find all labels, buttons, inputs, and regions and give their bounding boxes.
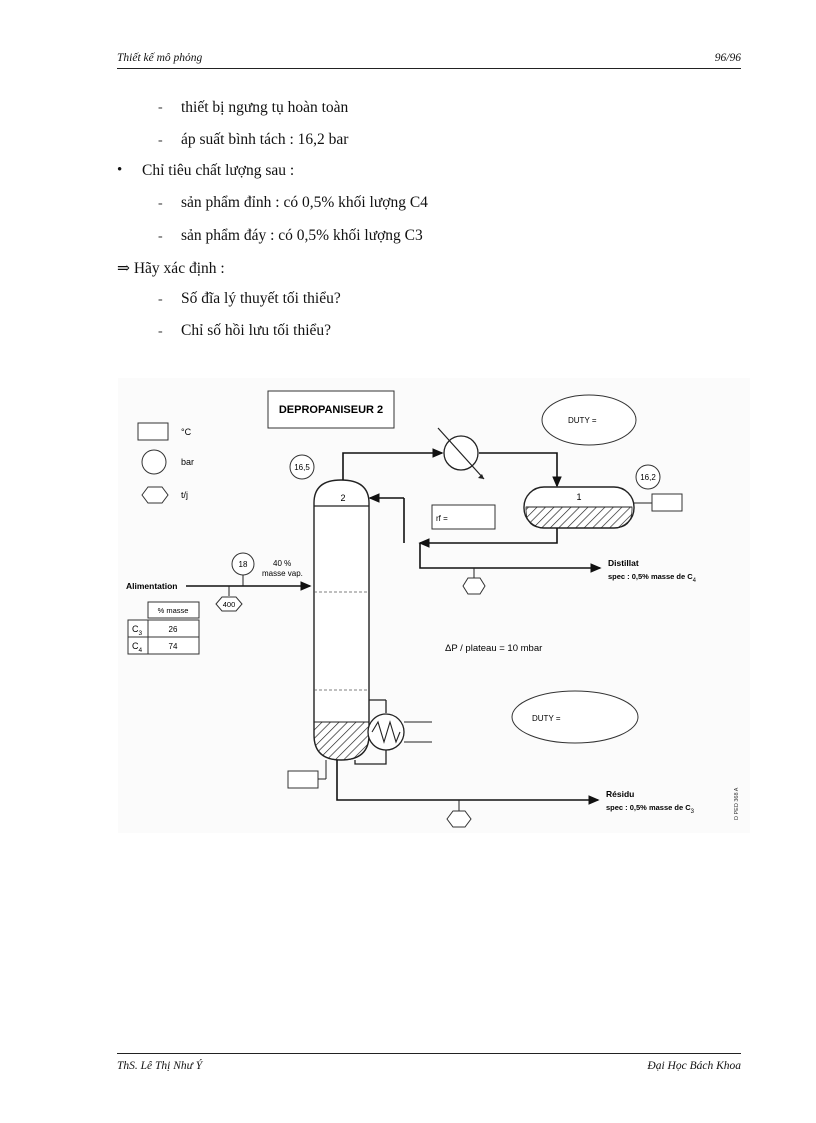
legend-pressure-label: bar	[181, 457, 194, 467]
spec-pressure: áp suất bình tách : 16,2 bar	[181, 131, 349, 148]
component-letter: C	[132, 641, 139, 651]
feed-composition-table: % masse C3 26 C4 74	[127, 601, 200, 655]
footer-institution: Đại Học Bách Khoa	[647, 1060, 741, 1072]
residue-flow-hexagon	[446, 810, 472, 828]
table-row-component: C3	[132, 624, 143, 637]
overhead-vapor-line	[342, 448, 444, 480]
residue-spec-subscript: 3	[691, 809, 695, 815]
table-row-value: 26	[169, 625, 178, 634]
column-bottom-temp-box	[287, 770, 319, 789]
reboiler-coil	[371, 720, 401, 744]
footer-author: ThS. Lê Thị Như Ý	[117, 1060, 203, 1072]
distillate-label: Distillat	[608, 558, 639, 568]
legend-flow-hexagon	[141, 486, 169, 504]
table-cell	[147, 636, 200, 655]
pressure-drop-text: ΔP / plateau = 10 mbar	[445, 643, 542, 654]
feed-flow-hexagon	[215, 596, 243, 612]
table-row-component: C4	[132, 641, 143, 654]
distillation-column	[313, 479, 370, 761]
legend-temp-box	[137, 422, 169, 441]
spec-condenser: thiết bị ngưng tụ hoàn toàn	[181, 99, 349, 116]
reboiler-duty-label: DUTY =	[532, 714, 561, 723]
spec-top-product: sản phẩm đỉnh : có 0,5% khối lượng C4	[181, 194, 428, 211]
feed-label: Alimentation	[126, 581, 177, 591]
table-header-cell	[147, 601, 200, 619]
component-subscript: 4	[139, 647, 143, 654]
quality-heading: Chỉ tiêu chất lượng sau :	[142, 162, 295, 179]
dash-marker: -	[158, 292, 163, 307]
condenser-coolant-arrow	[478, 474, 484, 479]
feed-temperature: 18	[239, 560, 248, 569]
reboiler-duty-ellipse	[511, 690, 639, 744]
drum-pressure-circle	[635, 464, 661, 490]
diagram-background	[118, 378, 750, 833]
residue-spec-text: spec : 0,5% masse de C	[606, 803, 691, 812]
reboiler-liquid-feed	[354, 750, 387, 765]
drum-pressure: 16,2	[640, 473, 656, 482]
component-subscript: 3	[139, 630, 143, 637]
diagram-title-box	[267, 390, 395, 429]
reflux-return-line	[418, 528, 558, 548]
reflux-ratio-label: rf =	[436, 514, 448, 523]
page-number: 96/96	[714, 52, 741, 64]
condenser-coolant-line	[437, 427, 485, 480]
bullet-dot: •	[117, 162, 123, 178]
dash-marker: -	[158, 100, 163, 115]
distillate-flow-hexagon	[462, 577, 486, 595]
question-min-reflux: Chỉ số hồi lưu tối thiểu?	[181, 322, 332, 339]
condensate-line	[479, 452, 562, 488]
condenser-duty-ellipse	[541, 394, 637, 446]
legend-temp-label: °C	[181, 427, 192, 437]
column-top-stage-number: 2	[340, 493, 345, 503]
column-bottom-liquid	[313, 721, 370, 761]
feed-vapor-percent: 40 %	[273, 559, 291, 568]
table-header: % masse	[158, 606, 189, 615]
distillate-spec: spec : 0,5% masse de C4	[608, 572, 697, 584]
dash-marker: -	[158, 133, 163, 148]
feed-flow-value: 400	[223, 600, 236, 609]
table-row-value: 74	[169, 642, 178, 651]
reflux-drum-liquid	[525, 506, 633, 529]
legend-pressure-circle	[141, 449, 167, 475]
distillate-line	[419, 543, 602, 573]
diagram-title: DEPROPANISEUR 2	[279, 404, 383, 416]
legend-flow-label: t/j	[181, 490, 188, 500]
dash-marker: -	[158, 324, 163, 339]
reboiler	[367, 713, 405, 751]
residue-line	[336, 760, 600, 805]
task-heading: ⇒ Hãy xác định :	[117, 260, 225, 277]
page-header: Thiết kế mô phỏng 96/96	[117, 50, 741, 69]
drum-temp-box	[651, 493, 683, 512]
spec-bottom-product: sản phẩm đáy : có 0,5% khối lượng C3	[181, 227, 423, 244]
residue-spec: spec : 0,5% masse de C3	[606, 803, 695, 815]
feed-vapor-text: masse vap.	[262, 569, 303, 578]
distillate-spec-subscript: 4	[693, 578, 697, 584]
page-footer: ThS. Lê Thị Như Ý Đại Học Bách Khoa	[117, 1053, 741, 1078]
header-title: Thiết kế mô phỏng	[117, 52, 203, 64]
reflux-ratio-box	[431, 504, 496, 530]
condenser-duty-label: DUTY =	[568, 416, 597, 425]
dash-marker: -	[158, 196, 163, 211]
column-top-pressure: 16,5	[294, 463, 310, 472]
reflux-drum-stage-number: 1	[576, 492, 581, 502]
residue-label: Résidu	[606, 789, 634, 799]
column-top-pressure-circle	[289, 454, 315, 480]
component-letter: C	[132, 624, 139, 634]
question-min-stages: Số đĩa lý thuyết tối thiểu?	[181, 290, 341, 307]
figure-code: D PED 368 A	[734, 787, 740, 820]
dash-marker: -	[158, 229, 163, 244]
distillate-spec-text: spec : 0,5% masse de C	[608, 572, 693, 581]
